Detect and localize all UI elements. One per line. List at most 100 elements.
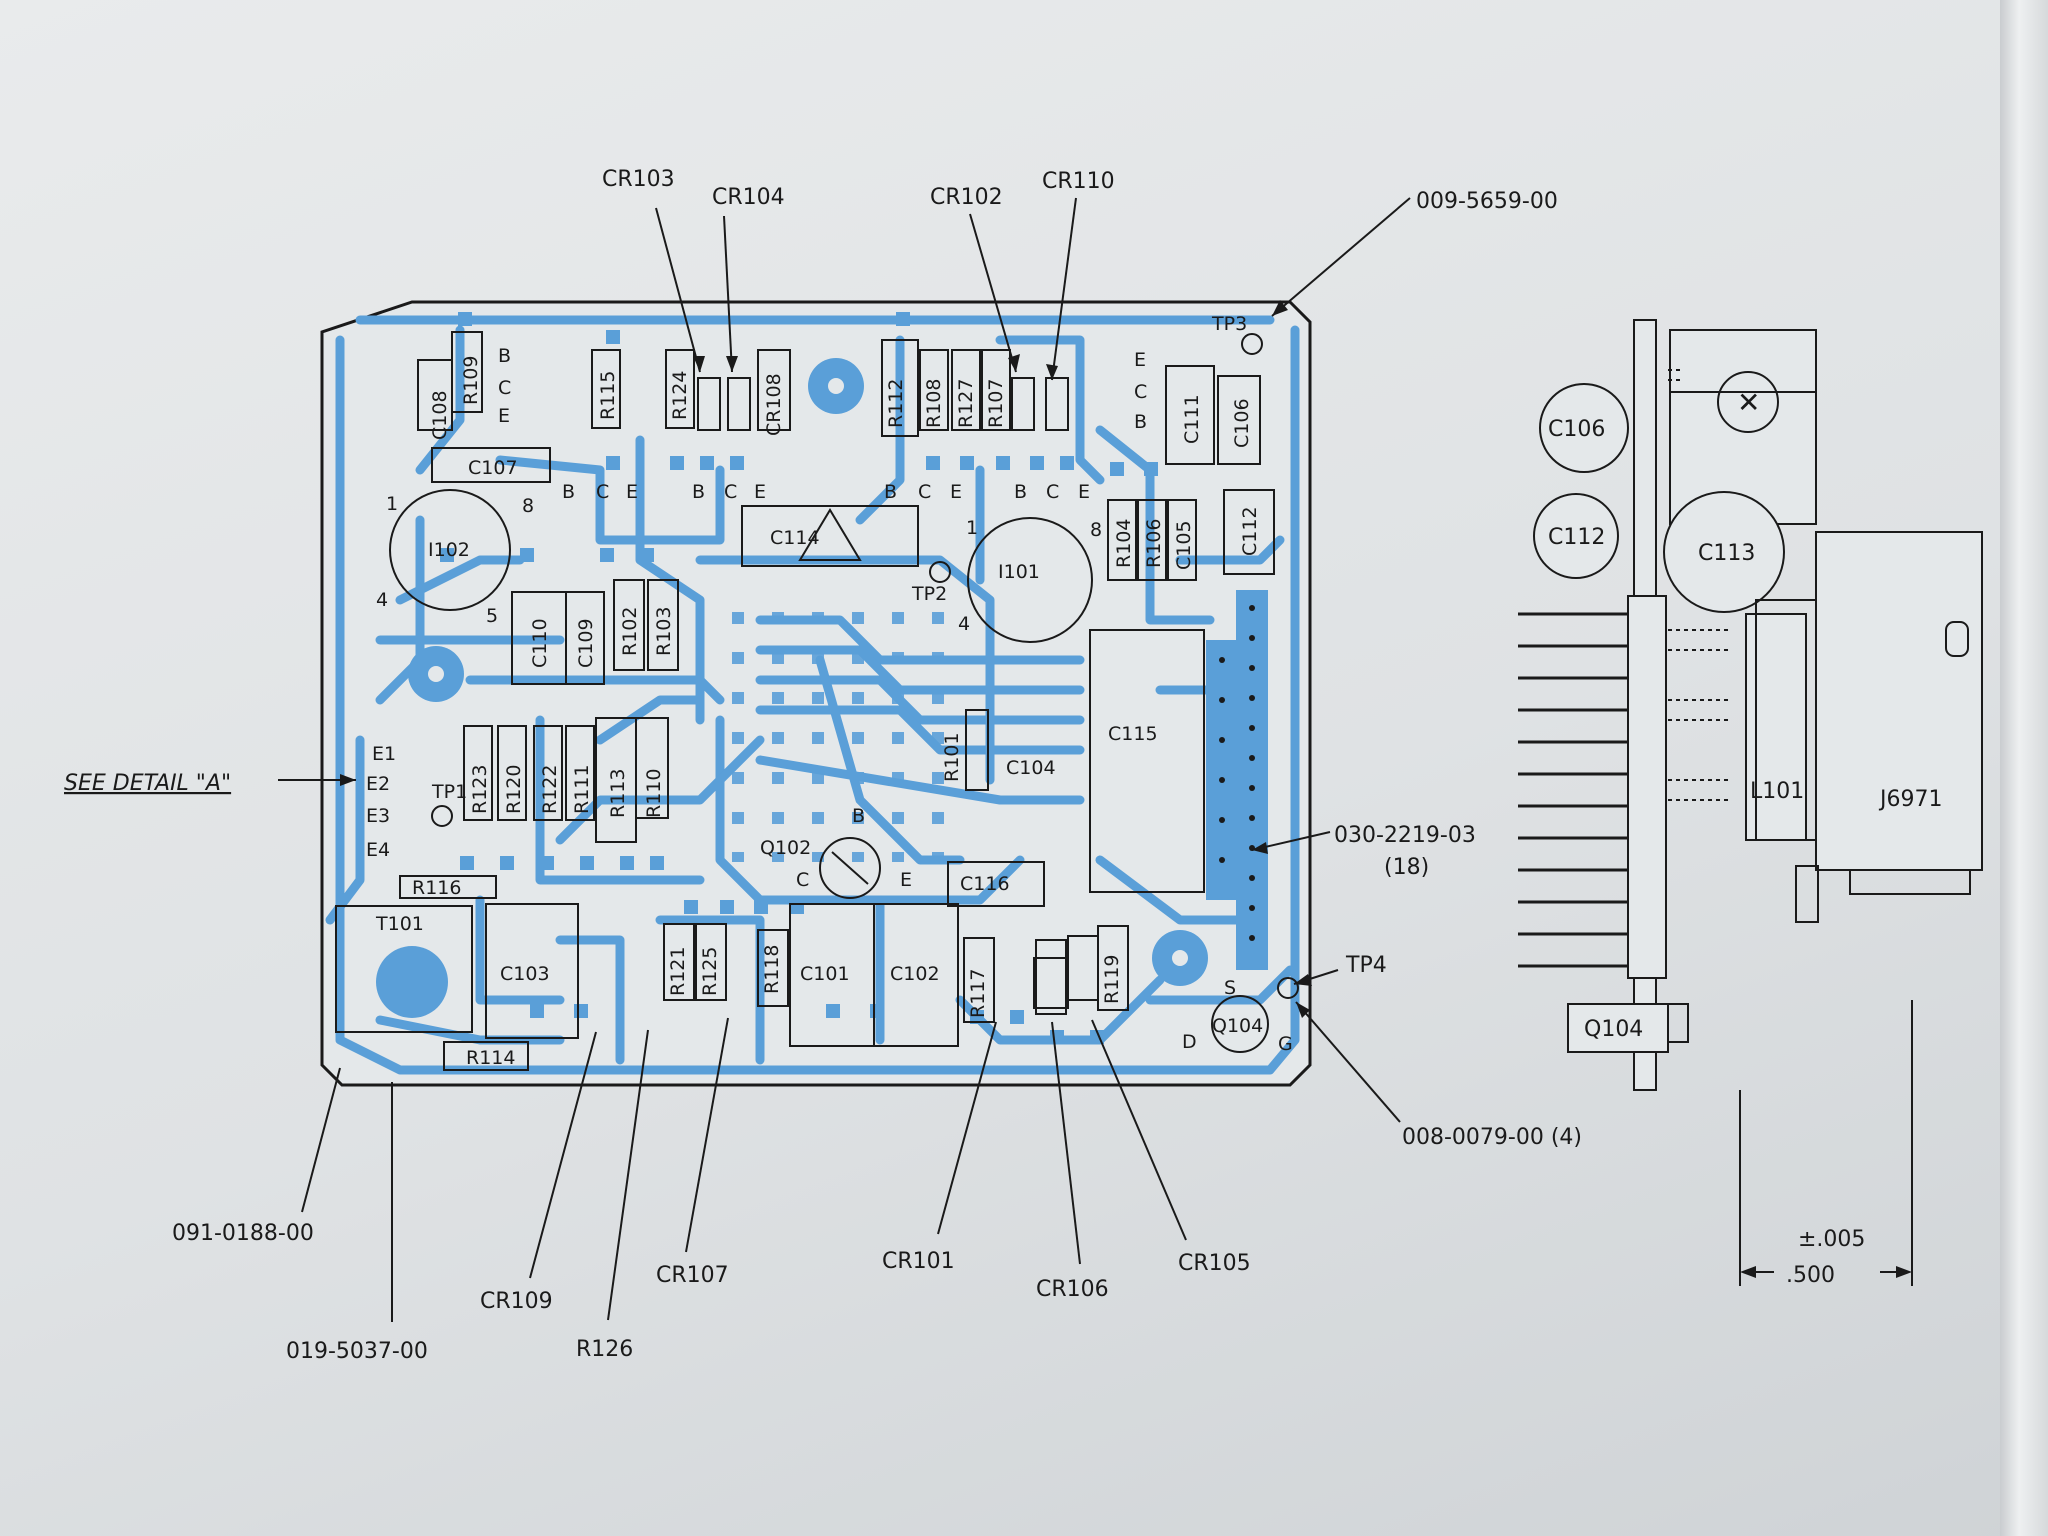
label-r109: R109 — [460, 356, 482, 405]
callout-arrowheads — [340, 300, 1312, 1018]
callout-labels: CR103 CR104 CR102 CR110 009-5659-00 SEE … — [64, 167, 1582, 1364]
label-r113: R113 — [607, 769, 629, 818]
label-c6: C — [1134, 381, 1147, 403]
label-c3: C — [724, 481, 737, 503]
label-c111: C111 — [1181, 394, 1203, 444]
label-r127: R127 — [955, 379, 977, 428]
label-t101: T101 — [375, 913, 424, 935]
adjacent-page-edge — [2000, 0, 2048, 1536]
side-label-j6971: J6971 — [1878, 787, 1942, 812]
callout-board-part: 009-5659-00 — [1416, 189, 1558, 214]
callout-cr107: CR107 — [656, 1263, 729, 1288]
label-b4: B — [884, 481, 897, 503]
label-pin1: 1 — [386, 493, 398, 515]
callout-019: 019-5037-00 — [286, 1339, 428, 1364]
ground-pads — [716, 612, 966, 862]
callout-cr105: CR105 — [1178, 1251, 1251, 1276]
label-c116: C116 — [960, 873, 1010, 895]
label-e2-pad: E2 — [366, 773, 390, 795]
label-q102: Q102 — [760, 837, 811, 859]
dimension-tolerance: ±.005 — [1798, 1227, 1865, 1252]
label-r117: R117 — [967, 969, 989, 1018]
label-r116: R116 — [412, 877, 461, 899]
label-c105: C105 — [1173, 520, 1195, 570]
label-r125: R125 — [699, 947, 721, 996]
callout-leaders — [278, 197, 1411, 1322]
label-e4-pad: E4 — [366, 839, 390, 861]
side-view-labels: C106 C112 C113 L101 J6971 Q104 ±.005 .50… — [1548, 417, 1942, 1288]
label-r112: R112 — [885, 379, 907, 428]
side-label-c113: C113 — [1698, 541, 1755, 566]
q102-tab — [831, 851, 869, 885]
side-view: ✕ — [1518, 319, 1983, 1286]
callout-standoff-part: 008-0079-00 (4) — [1402, 1125, 1582, 1150]
label-e6: E — [1134, 349, 1146, 371]
callout-cr110: CR110 — [1042, 169, 1115, 194]
label-i101-pin1: 1 — [966, 517, 978, 539]
label-r124: R124 — [669, 371, 691, 420]
label-pin8: 8 — [522, 495, 534, 517]
label-c102: C102 — [890, 963, 940, 985]
callout-cr106: CR106 — [1036, 1277, 1109, 1302]
callout-r126: R126 — [576, 1337, 633, 1362]
label-e4: E — [950, 481, 962, 503]
label-c110: C110 — [529, 618, 551, 668]
circuit-board — [320, 300, 1312, 1087]
pot-screw-icon: ✕ — [1737, 386, 1760, 419]
dimension-value: .500 — [1786, 1263, 1835, 1288]
label-c112: C112 — [1239, 506, 1261, 556]
label-i101-pin8: 8 — [1090, 519, 1102, 541]
label-r111: R111 — [571, 765, 593, 814]
label-e3: E — [754, 481, 766, 503]
callout-connector-qty: (18) — [1384, 855, 1429, 880]
label-i101-pin4: 4 — [958, 613, 970, 635]
label-q104-s: S — [1224, 977, 1236, 999]
label-e1-pad: E1 — [372, 743, 396, 765]
label-b6: B — [1134, 411, 1147, 433]
c114-triangle — [798, 508, 862, 561]
side-label-q104: Q104 — [1584, 1017, 1643, 1042]
label-c108: C108 — [429, 390, 451, 440]
label-q102-b: B — [852, 805, 865, 827]
board-labels: R109 C108 B C E C107 1 8 I102 4 5 R115 R… — [366, 313, 1293, 1069]
callout-cr103: CR103 — [602, 167, 675, 192]
label-c4: C — [918, 481, 931, 503]
label-b2: B — [562, 481, 575, 503]
label-pin5: 5 — [486, 605, 498, 627]
label-r108: R108 — [923, 379, 945, 428]
label-r114: R114 — [466, 1047, 515, 1069]
label-r120: R120 — [503, 765, 525, 814]
label-q102-e: E — [900, 869, 912, 891]
label-b5: B — [1014, 481, 1027, 503]
label-cr108: CR108 — [763, 373, 785, 436]
label-c114: C114 — [770, 527, 820, 549]
label-r104: R104 — [1113, 519, 1135, 568]
mounting-holes — [376, 358, 1208, 1018]
label-e2: E — [626, 481, 638, 503]
label-q102-c: C — [796, 869, 809, 891]
side-label-c112: C112 — [1548, 525, 1605, 550]
callout-cr104: CR104 — [712, 185, 785, 210]
connector-pin-holes — [1219, 605, 1255, 941]
label-e5: E — [1078, 481, 1090, 503]
callout-connector-part: 030-2219-03 — [1334, 823, 1476, 848]
label-q104-g: G — [1278, 1033, 1293, 1055]
label-r102: R102 — [619, 607, 641, 656]
label-tp2: TP2 — [911, 583, 947, 605]
label-c109: C109 — [575, 618, 597, 668]
label-tp1: TP1 — [431, 781, 467, 803]
label-r119: R119 — [1101, 955, 1123, 1004]
connector-pins — [1206, 590, 1268, 970]
label-b3: B — [692, 481, 705, 503]
label-c103: C103 — [500, 963, 550, 985]
callout-cr109: CR109 — [480, 1289, 553, 1314]
label-r103: R103 — [653, 607, 675, 656]
label-r118: R118 — [761, 945, 783, 994]
label-r107: R107 — [985, 379, 1007, 428]
side-label-c106: C106 — [1548, 417, 1605, 442]
label-c1: C — [498, 377, 511, 399]
label-e3-pad: E3 — [366, 805, 390, 827]
callout-cr102: CR102 — [930, 185, 1003, 210]
callout-tp4: TP4 — [1345, 953, 1387, 978]
label-q104-d: D — [1182, 1031, 1197, 1053]
